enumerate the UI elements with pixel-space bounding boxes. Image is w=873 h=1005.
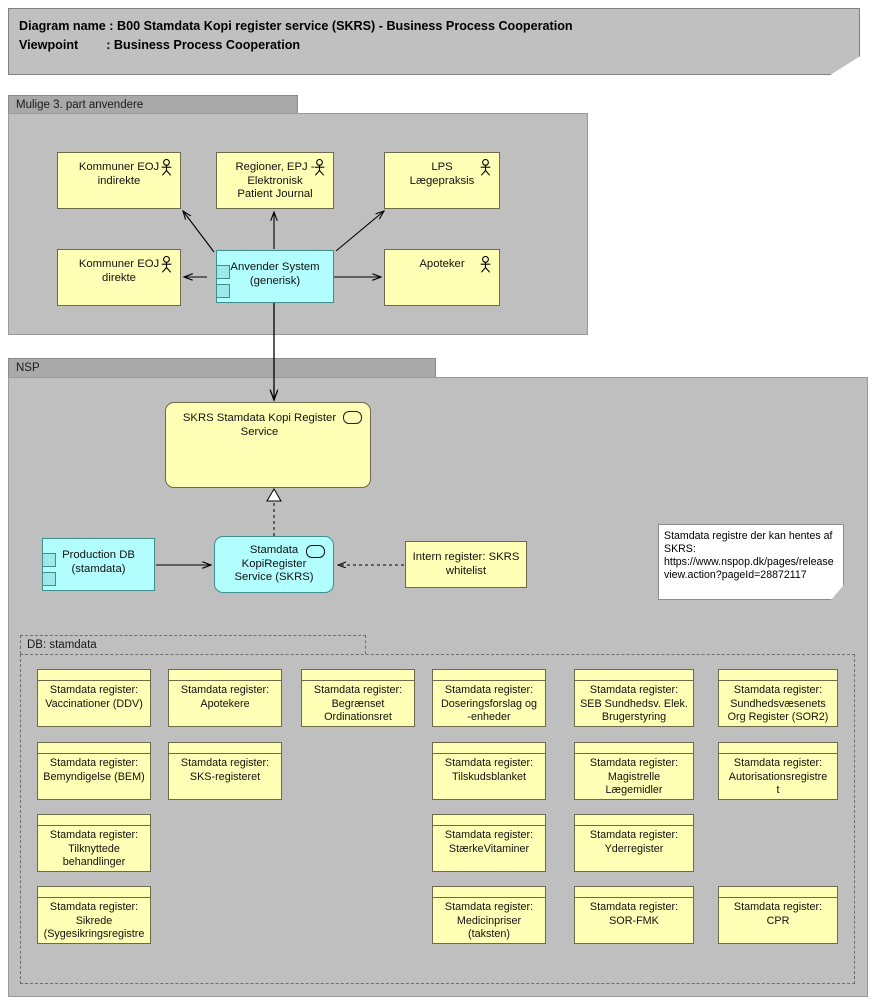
element-label: SKRS Stamdata Kopi Register Service [182,412,337,438]
register-card-header-strip [38,670,150,681]
register-card-header-strip [575,670,693,681]
group-nsp-tab: NSP [8,358,436,377]
element-label: Apoteker [419,258,465,270]
register-card[interactable]: Stamdata register: Begrænset Ordinations… [301,669,415,727]
group-db-stamdata-tab: DB: stamdata [20,635,366,654]
register-card-header-strip [719,887,837,898]
element-apoteker[interactable]: Apoteker [384,249,500,306]
element-anvender-system[interactable]: Anvender System (generisk) [216,250,334,303]
element-kommuner-eoj-indirekte[interactable]: Kommuner EOJ indirekte [57,152,181,209]
register-card-header-strip [433,743,545,754]
skrs-registers-url-note: Stamdata registre der kan hentes af SKRS… [658,524,844,600]
register-card-header-strip [302,670,414,681]
element-label: Intern register: SKRS whitelist [412,551,520,577]
element-label: LPS Lægepraksis [409,161,475,187]
register-card-label: Stamdata register: Magistrelle Lægemidle… [589,757,679,797]
register-card-label: Stamdata register: Vaccinationer (DDV) [45,684,143,710]
register-card-header-strip [169,743,281,754]
group-mulige-3-part-anvendere-tab: Mulige 3. part anvendere [8,95,298,113]
register-card-header-strip [575,815,693,826]
element-production-db[interactable]: Production DB (stamdata) [42,538,155,591]
element-label: Anvender System (generisk) [230,261,320,287]
actor-icon [480,256,491,273]
register-card-header-strip [575,743,693,754]
register-card-label: Stamdata register: Tilknyttede behandlin… [49,829,139,869]
register-card-header-strip [575,887,693,898]
register-card-label: Stamdata register: Medicinpriser (takste… [444,901,534,941]
register-card-label: Stamdata register: StærkeVitaminer [444,829,534,855]
register-card[interactable]: Stamdata register: Magistrelle Lægemidle… [574,742,694,800]
register-card[interactable]: Stamdata register: SKS-registeret [168,742,282,800]
register-card[interactable]: Stamdata register: StærkeVitaminer [432,814,546,872]
service-icon [306,545,325,558]
register-card[interactable]: Stamdata register: SEB Sundhedsv. Elek. … [574,669,694,727]
register-card[interactable]: Stamdata register: Tilskudsblanket [432,742,546,800]
register-card-label: Stamdata register: SEB Sundhedsv. Elek. … [580,684,688,724]
register-card-header-strip [38,815,150,826]
register-card-label: Stamdata register: CPR [733,901,823,927]
component-icon [43,553,56,590]
register-card-header-strip [433,670,545,681]
register-card[interactable]: Stamdata register: Autorisationsregistre… [718,742,838,800]
register-card[interactable]: Stamdata register: Doseringsforslag og -… [432,669,546,727]
element-lps-laegepraksis[interactable]: LPS Lægepraksis [384,152,500,209]
element-label: Kommuner EOJ direkte [78,258,160,284]
diagram-title-note: Diagram name : B00 Stamdata Kopi registe… [8,8,860,75]
register-card[interactable]: Stamdata register: SOR-FMK [574,886,694,944]
register-card-header-strip [433,815,545,826]
register-card-label: Stamdata register: Sikrede (Sygesikrings… [43,901,145,941]
component-icon [217,265,230,302]
register-card[interactable]: Stamdata register: Yderregister [574,814,694,872]
register-card[interactable]: Stamdata register: Bemyndigelse (BEM) [37,742,151,800]
actor-icon [480,159,491,176]
note-text: Stamdata registre der kan hentes af SKRS… [664,530,834,581]
register-card[interactable]: Stamdata register: Tilknyttede behandlin… [37,814,151,872]
group-db-stamdata-body [20,654,855,984]
register-card-header-strip [433,887,545,898]
actor-icon [314,159,325,176]
register-card-label: Stamdata register: Yderregister [589,829,679,855]
register-card-label: Stamdata register: Apotekere [180,684,270,710]
register-card[interactable]: Stamdata register: Vaccinationer (DDV) [37,669,151,727]
register-card-header-strip [38,887,150,898]
register-card-header-strip [719,743,837,754]
element-label: Stamdata KopiRegister Service (SKRS) [234,544,314,583]
actor-icon [161,159,172,176]
element-intern-register-skrs-whitelist[interactable]: Intern register: SKRS whitelist [405,541,527,588]
register-card[interactable]: Stamdata register: Sundhedsvæsenets Org … [718,669,838,727]
register-card[interactable]: Stamdata register: Apotekere [168,669,282,727]
element-kommuner-eoj-direkte[interactable]: Kommuner EOJ direkte [57,249,181,306]
element-label: Regioner, EPJ - Elektronisk Patient Jour… [235,161,315,200]
element-label: Production DB (stamdata) [62,549,135,575]
register-card-label: Stamdata register: Sundhedsvæsenets Org … [727,684,829,724]
element-regioner-epj[interactable]: Regioner, EPJ - Elektronisk Patient Jour… [216,152,334,209]
register-card-label: Stamdata register: Tilskudsblanket [444,757,534,783]
register-card-header-strip [169,670,281,681]
element-label: Kommuner EOJ indirekte [78,161,160,187]
register-card-header-strip [38,743,150,754]
register-card-header-strip [719,670,837,681]
service-icon [343,411,362,424]
element-skrs-stamdata-kopi-register-service[interactable]: SKRS Stamdata Kopi Register Service [165,402,371,488]
register-card[interactable]: Stamdata register: Medicinpriser (takste… [432,886,546,944]
viewpoint-line: Viewpoint : Business Process Cooperation [19,38,301,52]
diagram-name-line: Diagram name : B00 Stamdata Kopi registe… [19,19,573,33]
register-card-label: Stamdata register: SOR-FMK [589,901,679,927]
register-card-label: Stamdata register: Autorisationsregistre… [728,757,828,797]
register-card[interactable]: Stamdata register: CPR [718,886,838,944]
actor-icon [161,256,172,273]
element-stamdata-kopiregister-service[interactable]: Stamdata KopiRegister Service (SKRS) [214,536,334,593]
register-card-label: Stamdata register: Begrænset Ordinations… [313,684,403,724]
register-card-label: Stamdata register: Bemyndigelse (BEM) [43,757,145,783]
register-card[interactable]: Stamdata register: Sikrede (Sygesikrings… [37,886,151,944]
register-card-label: Stamdata register: Doseringsforslag og -… [440,684,538,724]
register-card-label: Stamdata register: SKS-registeret [180,757,270,783]
